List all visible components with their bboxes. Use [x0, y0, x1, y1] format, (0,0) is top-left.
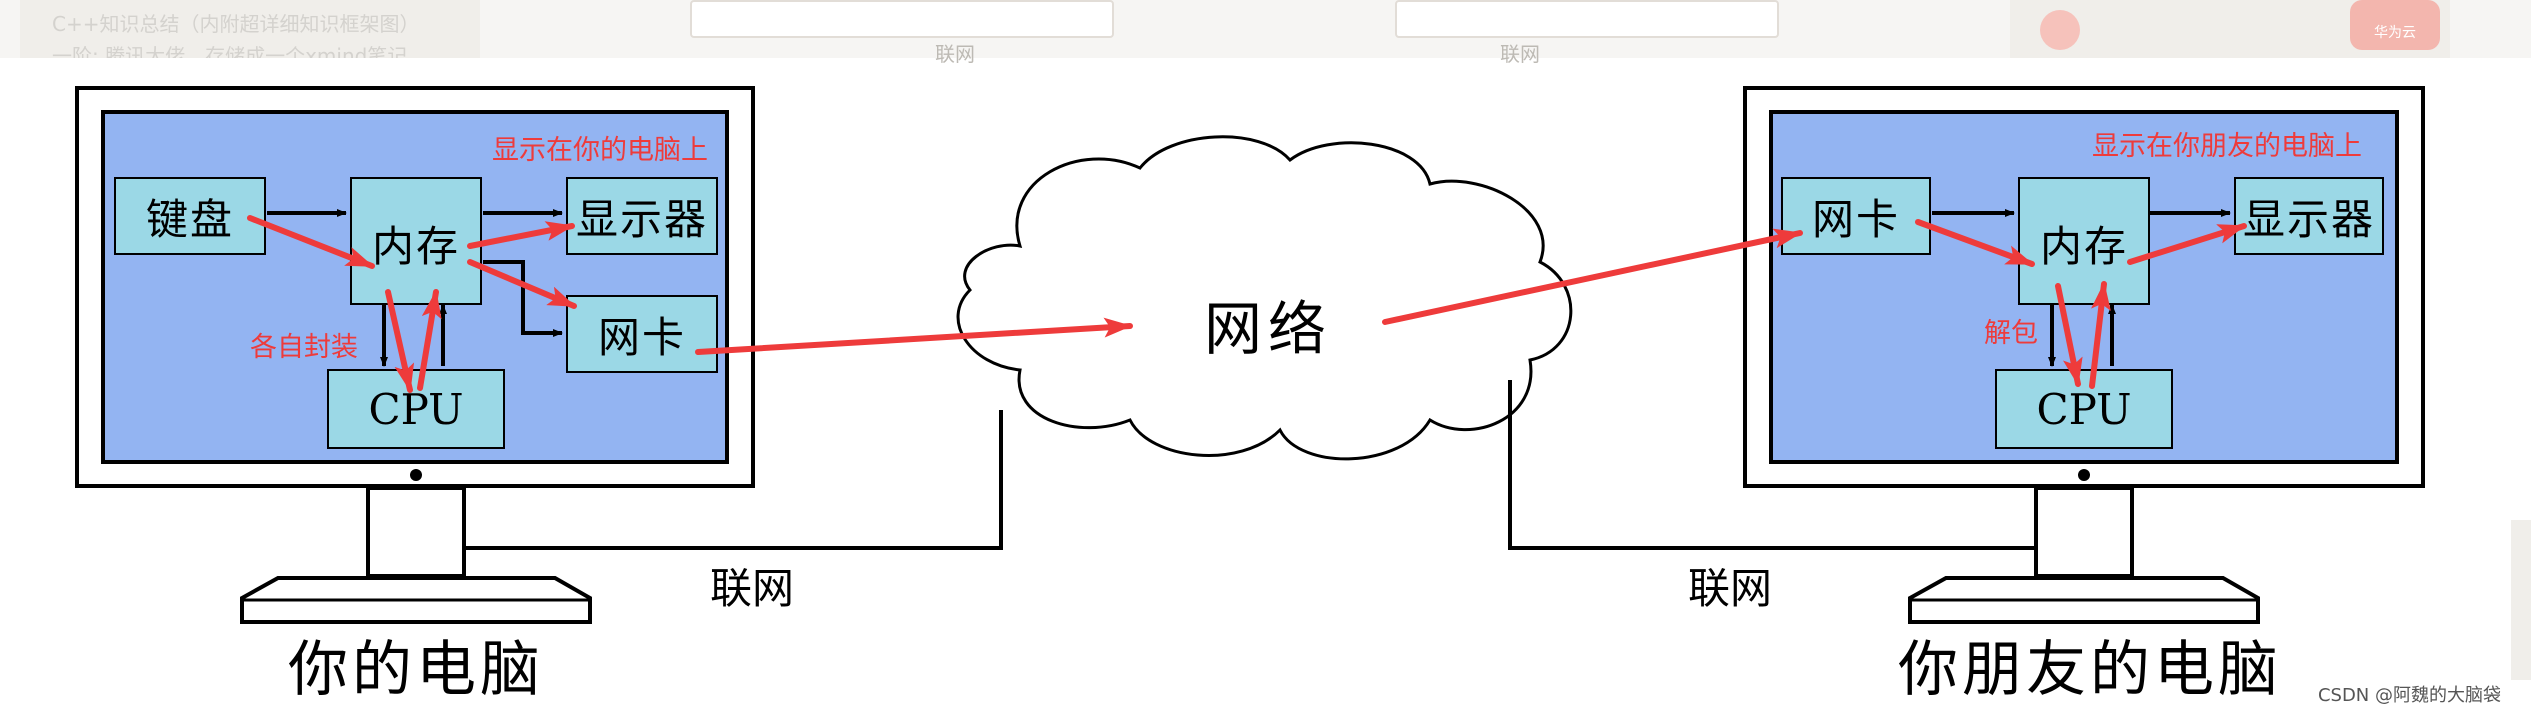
right-decapsulate-annotation: 解包: [1984, 318, 2038, 349]
right-monitor-power-led: [2078, 469, 2090, 481]
left-computer-caption: 你的电脑: [288, 635, 544, 705]
left-link-label: 联网: [710, 564, 795, 613]
background-link-right: 联网: [1500, 42, 1540, 66]
background-link-left: 联网: [935, 42, 975, 66]
right-display-annotation: 显示在你朋友的电脑上: [2092, 131, 2362, 162]
left-memory-to-nic: [483, 260, 563, 337]
left-components: [114, 177, 718, 449]
left-keyboard-box: [114, 177, 266, 255]
right-network-cable: [1508, 380, 2040, 550]
left-keyboard-label: 键盘: [145, 194, 234, 244]
right-computer-caption: 你朋友的电脑: [1898, 635, 2282, 705]
right-monitor-neck: [2034, 486, 2134, 578]
huawei-flower-icon: [2040, 10, 2080, 50]
background-blog-panel: [20, 0, 480, 58]
side-toolbar[interactable]: [2511, 520, 2531, 680]
right-data-flow: [1932, 209, 2231, 367]
red-annotation-arrows: [247, 215, 2247, 393]
cloud-shape: [956, 135, 1573, 461]
right-nic-box: [1781, 177, 1931, 255]
red-memory-to-cpu: [385, 289, 415, 393]
red-friend-memory-to-cpu: [2055, 283, 2083, 387]
left-display-annotation: 显示在你的电脑上: [492, 135, 708, 166]
red-cpu-to-memory: [417, 289, 442, 391]
red-memory-to-nic: [467, 259, 577, 309]
red-friend-memory-to-display: [2127, 223, 2247, 265]
left-nic-box: [566, 295, 718, 373]
left-display-label: 显示器: [575, 194, 708, 244]
right-cpu-box: [1995, 369, 2173, 449]
right-monitor: [1743, 86, 2425, 624]
left-monitor-power-led: [410, 469, 422, 481]
right-link-label: 联网: [1688, 564, 1773, 613]
right-display-box: [2234, 177, 2384, 255]
network-cloud: [956, 135, 1573, 461]
red-keyboard-to-memory: [247, 215, 375, 269]
network-label: 网络: [1204, 295, 1333, 363]
background-thumbnail-1: [690, 0, 1114, 38]
left-data-flow: [267, 209, 563, 367]
red-memory-to-display: [467, 221, 575, 249]
background-thumbnail-2: [1395, 0, 1779, 38]
left-monitor-neck: [366, 486, 466, 578]
network-cables: [466, 380, 2040, 550]
huawei-cloud-logo-text: 华为云: [2374, 25, 2416, 41]
left-memory-label: 内存: [371, 221, 460, 271]
left-cpu-box: [327, 369, 505, 449]
right-nic-label: 网卡: [1811, 194, 1900, 244]
red-friend-cpu-to-memory: [2089, 281, 2111, 389]
background-blog-line-1: C++知识总结（内附超详细知识框架图）: [52, 12, 420, 36]
red-nic-to-network: [695, 317, 1133, 355]
huawei-cloud-logo[interactable]: 华为云: [2350, 0, 2440, 50]
left-memory-box: [350, 177, 482, 305]
right-display-label: 显示器: [2242, 194, 2375, 244]
red-network-to-friend-nic: [1382, 228, 1803, 325]
background-blog-line-2: 一阶: 腾讯大佬，存储成一个xmind笔记: [52, 44, 408, 58]
left-display-box: [566, 177, 718, 255]
csdn-watermark: CSDN @阿魏的大脑袋: [2317, 685, 2501, 706]
right-components: [1781, 177, 2384, 449]
red-friend-nic-to-memory: [1915, 219, 2035, 267]
right-memory-label: 内存: [2039, 221, 2128, 271]
left-encapsulate-annotation: 各自封装: [250, 332, 358, 363]
left-cpu-label: CPU: [368, 384, 464, 434]
right-cpu-label: CPU: [2036, 384, 2132, 434]
right-memory-box: [2018, 177, 2150, 305]
left-nic-label: 网卡: [597, 312, 686, 362]
left-network-cable: [466, 410, 1003, 550]
